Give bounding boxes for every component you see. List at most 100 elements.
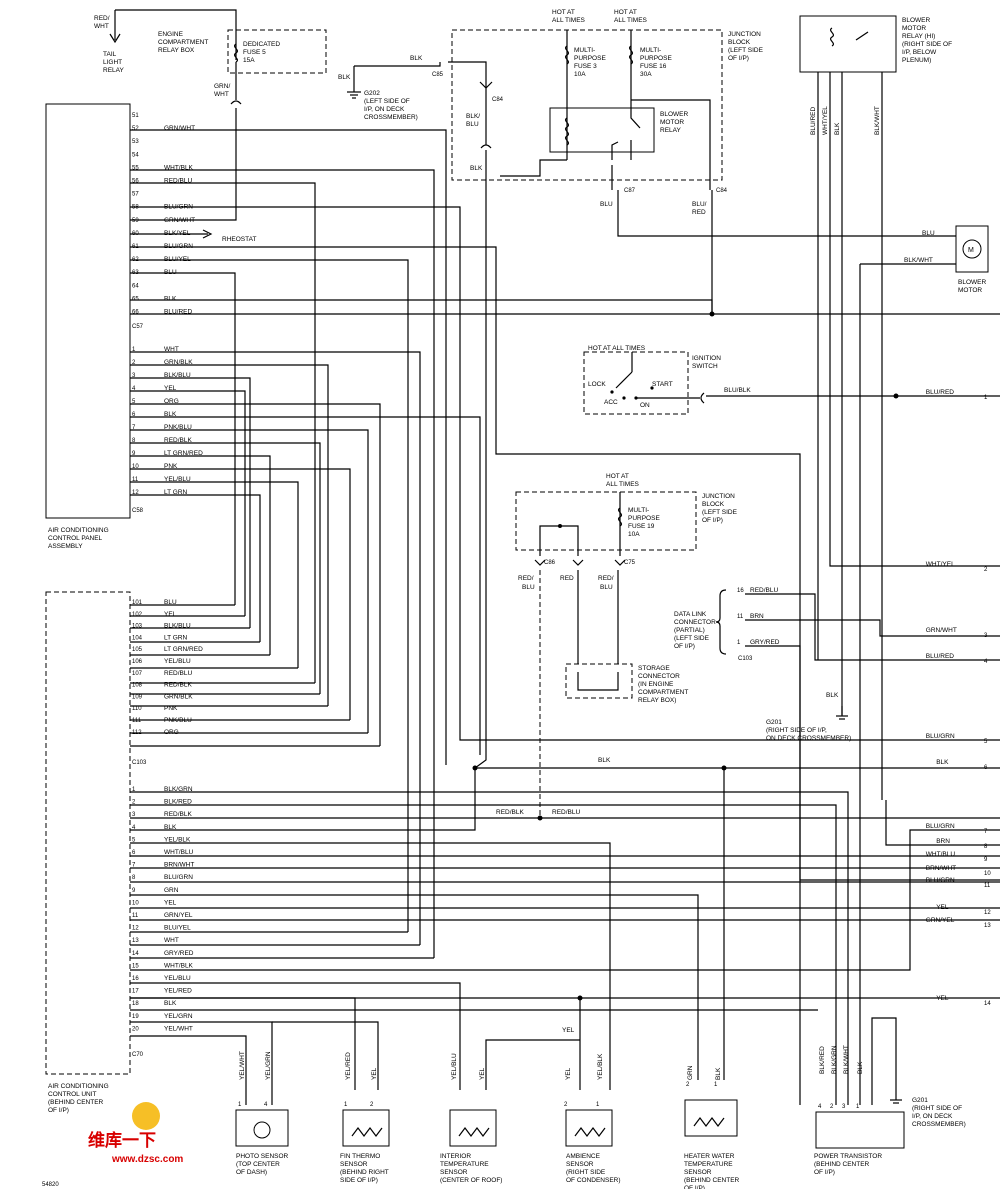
storage-label-0: STORAGE: [638, 665, 670, 672]
sensor-2-name-2: SENSOR: [440, 1169, 468, 1176]
power-transistor-box: [815, 1111, 905, 1149]
c58-wire-4: YEL: [164, 385, 177, 392]
ignition-wire: BLU/BLK: [724, 387, 751, 394]
fuse16-label-0: MULTI-: [640, 47, 661, 54]
fuse3-label-0: MULTI-: [574, 47, 595, 54]
dl-wire-1: GRY/RED: [750, 639, 780, 646]
rheostat-label: RHEOSTAT: [222, 236, 256, 243]
c70-wire-8: BLU/GRN: [164, 874, 193, 881]
c70-wires: [130, 768, 1000, 1105]
j2-label-2: (LEFT SIDE: [702, 509, 738, 516]
c57-pin-57: 57: [132, 192, 139, 198]
grn-wht-top-1: WHT: [214, 91, 229, 98]
ac-panel-title-1: CONTROL PANEL: [48, 535, 103, 542]
c70-wire-7: BRN/WHT: [164, 862, 194, 869]
c70-wire-20: YEL/WHT: [164, 1025, 193, 1032]
output-num-8: 8: [984, 844, 988, 850]
output-num-4: 4: [984, 659, 988, 665]
motor-wire-0: BLU: [922, 230, 935, 237]
c57-wire-56: RED/BLU: [164, 178, 192, 185]
c57-wire-58: BLU/GRN: [164, 204, 193, 211]
c103-pin-110: 110: [132, 706, 142, 712]
c58-pin-10: 10: [132, 464, 139, 470]
sensor-5-pin-0: 4: [818, 1104, 822, 1110]
c70-wire-16: YEL/BLU: [164, 975, 191, 982]
sensor-5-name-2: OF I/P): [814, 1169, 835, 1176]
sensor-3-pin-0: 2: [564, 1102, 568, 1108]
j2-wire-4: BLU: [600, 584, 613, 591]
c75-label: C75: [624, 560, 636, 566]
c57-wire-62: BLU/YEL: [164, 256, 191, 263]
c84-a: C84: [492, 97, 504, 103]
g201-blk: BLK: [826, 692, 839, 699]
c58-wires: [130, 351, 481, 945]
sensor-3-wire-0: YEL: [565, 1067, 572, 1080]
c103-wire-103: BLK/BLU: [164, 623, 191, 630]
c58-pin-1: 1: [132, 347, 136, 353]
c103-pin-106: 106: [132, 659, 143, 665]
c57-wire-60: BLK/YEL: [164, 230, 191, 237]
c70-pin-14: 14: [132, 951, 139, 957]
ign-pos-0: LOCK: [588, 381, 606, 388]
c70-pin-15: 15: [132, 963, 139, 969]
c84-b: C84: [716, 188, 728, 194]
g201-bottom-label-3: CROSSMEMBER): [912, 1121, 966, 1128]
sensor-1-name-3: SIDE OF I/P): [340, 1177, 378, 1184]
c70-wire-4: BLK: [164, 824, 177, 831]
sensor-3-name-0: AMBIENCE: [566, 1153, 601, 1160]
storage-label-4: RELAY BOX): [638, 697, 676, 704]
yel-mid-label: YEL: [562, 1027, 575, 1034]
c103-wire-106: YEL/BLU: [164, 658, 191, 665]
storage-label-3: COMPARTMENT: [638, 689, 688, 696]
data-link-c103: C103: [738, 656, 753, 662]
blower-relay-hi-label-5: PLENUM): [902, 57, 931, 64]
sensor-5-name-1: (BEHIND CENTER: [814, 1161, 870, 1168]
engine-box-label-1: COMPARTMENT: [158, 39, 208, 46]
sensor-2-wire-0: YEL/BLU: [451, 1053, 458, 1080]
c70-wire-14: GRY/RED: [164, 950, 194, 957]
c57-pin-52: 52: [132, 126, 139, 132]
sensor-1-pin-1: 2: [370, 1102, 374, 1108]
c57-pin-53: 53: [132, 139, 139, 145]
blower-relay-label-1: MOTOR: [660, 119, 684, 126]
blk-vertical: BLK: [470, 165, 483, 172]
fuse3-label-3: 10A: [574, 71, 586, 78]
c58-wire-3: BLK/BLU: [164, 372, 191, 379]
junction-top-label-2: (LEFT SIDE: [728, 47, 764, 54]
c70-wire-13: WHT: [164, 937, 179, 944]
blu-red-c84-0: BLU/: [692, 201, 707, 208]
sensor-2-wire-1: YEL: [479, 1067, 486, 1080]
sensor-5-wire-3: BLK: [857, 1061, 864, 1074]
fuse19-label-0: MULTI-: [628, 507, 649, 514]
sensor-4-name-4: OF I/P): [684, 1185, 705, 1189]
c70-wire-6: WHT/BLU: [164, 849, 194, 856]
sensor-1-wire-1: YEL: [371, 1067, 378, 1080]
fuse16-label-2: FUSE 16: [640, 63, 667, 70]
fuse3-label-2: FUSE 3: [574, 63, 597, 70]
blower-relay-hi-label-1: MOTOR: [902, 25, 926, 32]
sensor-0-wire-0: YEL/WHT: [239, 1051, 246, 1080]
heater-sensor-box: [684, 1099, 738, 1137]
c103-wire-104: LT GRN: [164, 634, 188, 641]
c103-pin-105: 105: [132, 647, 143, 653]
ignition-label-1: SWITCH: [692, 363, 718, 370]
c86-label: C86: [544, 560, 556, 566]
c70-pin-3: 3: [132, 812, 136, 818]
c103-wire-112: ORG: [164, 729, 179, 736]
data-link-label-1: CONNECTOR: [674, 619, 716, 626]
diagram-code: 54820: [42, 1182, 59, 1188]
fuse5-label-1: FUSE 5: [243, 49, 266, 56]
blower-relay-hi-box: [799, 15, 897, 73]
c85-label: C85: [432, 72, 444, 78]
c58-wire-5: ORG: [164, 398, 179, 405]
output-wire-1: BLU/RED: [926, 389, 954, 396]
c70-pin-6: 6: [132, 850, 136, 856]
sensor-0-pin-0: 1: [238, 1102, 242, 1108]
output-wire-14: YEL: [936, 995, 949, 1002]
blower-relay-box: [549, 107, 655, 153]
sensor-5-wire-2: BLK/WHT: [843, 1045, 850, 1074]
grn-wht-top-0: GRN/: [214, 83, 230, 90]
c58-wire-10: PNK: [164, 463, 178, 470]
c58-wire-1: WHT: [164, 346, 179, 353]
output-wire-12: YEL: [936, 904, 949, 911]
